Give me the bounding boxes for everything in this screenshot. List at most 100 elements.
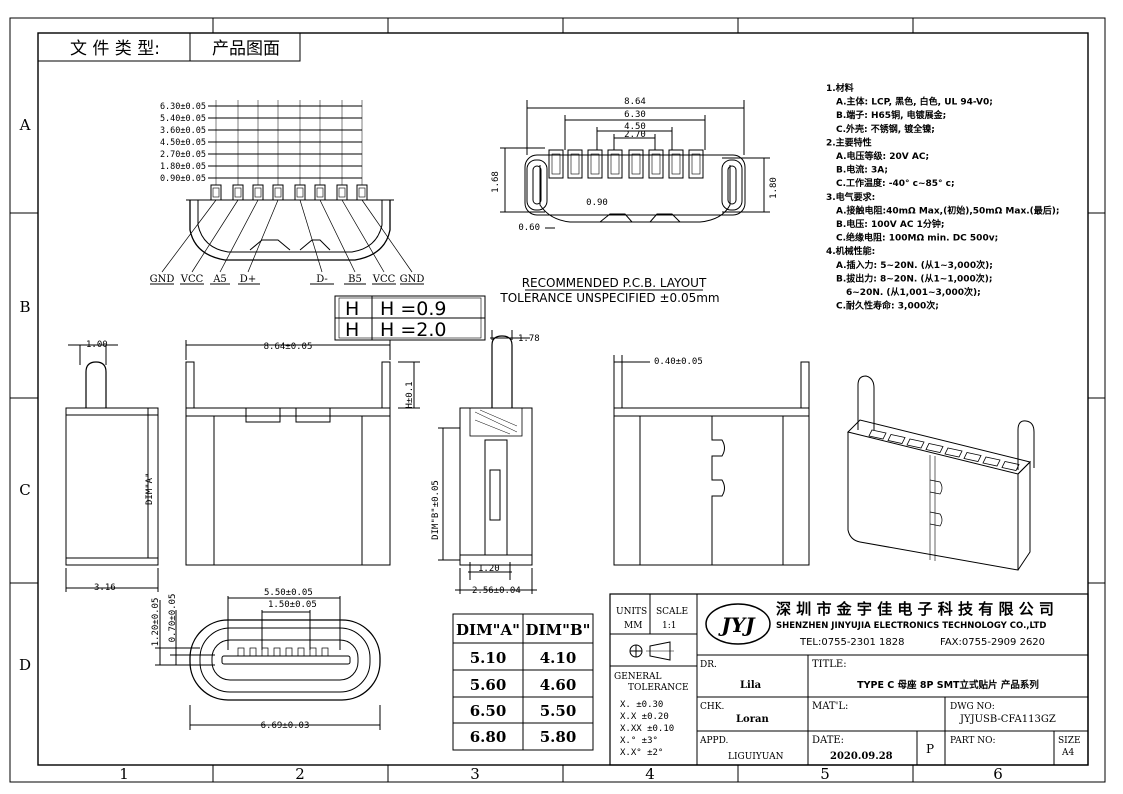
pin-dim-540: 5.40±0.05 (160, 114, 206, 124)
dwg-value: JYJUSB-CFA113GZ (959, 714, 1056, 725)
pcb-pad-inner (671, 153, 681, 175)
company-logo: JYJ (717, 613, 756, 637)
pin-label-gnd-left: GND (150, 274, 175, 285)
pcb-layout (500, 100, 770, 229)
pcb-pad-inner (551, 153, 561, 175)
pcb-dim-270: 2.70 (624, 130, 646, 140)
pin-label-vcc-left: VCC (180, 274, 204, 285)
scale-value: 1:1 (662, 621, 676, 631)
date-value: 2020.09.28 (830, 751, 893, 762)
header-box (37, 32, 301, 62)
appd-label: APPD. (699, 736, 729, 746)
iso-pin (963, 452, 982, 462)
zone-row-c: C (19, 481, 30, 499)
company-name-en: SHENZHEN JINYUJIA ELECTRONICS TECHNOLOGY… (776, 621, 1046, 631)
zone-col-6: 6 (993, 765, 1003, 783)
top-pin-inner (338, 187, 346, 198)
dim-table-r2-a: 5.60 (470, 676, 507, 694)
pin-leader (247, 199, 279, 273)
pin-leader (191, 199, 239, 273)
header-label: 文 件 类 型: (70, 39, 160, 59)
iso-pin (944, 447, 963, 458)
iso-pin (887, 434, 906, 444)
dim-table-r1-a: 5.10 (470, 649, 507, 667)
pcb-pad (607, 149, 623, 179)
dim-316: 3.16 (94, 583, 116, 593)
pcb-pad-inner (631, 153, 641, 175)
h-table-r2-c1: H (345, 319, 359, 341)
units-label: UNITS (616, 607, 647, 617)
zone-col-3: 3 (470, 765, 480, 783)
pcb-pad (668, 149, 684, 179)
pin-leader (299, 199, 323, 273)
pcb-pad (648, 149, 664, 179)
top-pin-inner (316, 187, 324, 198)
pcb-dim-864: 8.64 (624, 97, 646, 107)
top-pin (356, 184, 368, 201)
units-value: MM (624, 621, 642, 631)
h-table-r1-c2: H =0.9 (380, 298, 446, 320)
top-pin (252, 184, 264, 201)
dim-120: 1.20 (478, 564, 500, 574)
pin-label-vcc-right: VCC (372, 274, 396, 285)
zone-col-1: 1 (119, 765, 129, 783)
dim-070: 0.70±0.05 (168, 594, 178, 643)
pin-leader (319, 199, 356, 273)
dim-table-r1-b: 4.10 (540, 649, 577, 667)
section-view (438, 330, 537, 594)
pin-dim-180: 1.80±0.05 (160, 162, 206, 172)
p-label: P (926, 742, 934, 756)
pcb-pad-inner (691, 153, 701, 175)
pin-dim-360: 3.60±0.05 (160, 126, 206, 136)
bottom-pin (321, 647, 329, 657)
h-table-r2-c2: H =2.0 (380, 319, 446, 341)
dim-a-label: DIM"A" (145, 472, 155, 505)
general-tolerance-1: GENERAL (614, 672, 661, 682)
tol-5: X.X° ±2° (620, 748, 663, 758)
company-name-cn: 深 圳 市 金 宇 佳 电 子 科 技 有 限 公 司 (776, 600, 1054, 618)
matl-label: MAT'L: (812, 701, 848, 712)
dim-h: H±0.1 (405, 381, 415, 408)
scale-label: SCALE (656, 607, 688, 617)
part-label: PART NO: (950, 736, 996, 746)
dwg-label: DWG NO: (950, 702, 995, 712)
bottom-pin (285, 647, 293, 657)
spec-note: B.拔出力: 8~20N. (从1~1,000次); (836, 272, 993, 284)
size-label: SIZE (1058, 736, 1081, 746)
h-table-r1-c1: H (345, 298, 359, 320)
company-tel: TEL:0755-2301 1828 (799, 637, 905, 648)
pin-label-dminus: D- (316, 274, 328, 285)
spec-note: B.电流: 3A; (836, 164, 888, 176)
header-value: 产品图面 (212, 39, 280, 59)
zone-row-b: B (19, 298, 30, 316)
dim-table-r3-b: 5.50 (540, 702, 577, 720)
pcb-dim-090: 0.90 (586, 198, 608, 208)
spec-note: A.接触电阻:40mΩ Max,(初始),50mΩ Max.(最后); (836, 204, 1060, 216)
side-view-left (65, 344, 159, 592)
top-pin (294, 184, 306, 201)
dim-864: 8.64±0.05 (264, 342, 313, 352)
top-pin-inner (254, 187, 262, 198)
title-value: TYPE C 母座 8P SMT立式贴片 产品系列 (857, 679, 1039, 691)
pin-dim-630: 6.30±0.05 (160, 102, 206, 112)
pcb-pad (548, 149, 564, 179)
iso-pin (982, 456, 1001, 467)
h-table (334, 295, 486, 341)
dim-table-r4-a: 6.80 (470, 728, 507, 746)
pcb-pad (567, 149, 583, 179)
dim-100: 1.00 (86, 340, 108, 350)
pcb-dim-630: 6.30 (624, 110, 646, 120)
iso-pin (906, 438, 925, 449)
pin-leader (361, 199, 413, 273)
pcb-pad-inner (590, 153, 600, 175)
pcb-pad-inner (570, 153, 580, 175)
dim-120-bottom: 1.20±0.05 (151, 598, 161, 647)
dim-table-r4-b: 5.80 (540, 728, 577, 746)
pin-leader (161, 199, 217, 273)
title-block (609, 593, 1089, 766)
pcb-dim-060: 0.60 (518, 223, 540, 233)
pin-leader (341, 199, 385, 273)
pcb-pad-inner (610, 153, 620, 175)
dr-value: Lila (740, 680, 762, 691)
